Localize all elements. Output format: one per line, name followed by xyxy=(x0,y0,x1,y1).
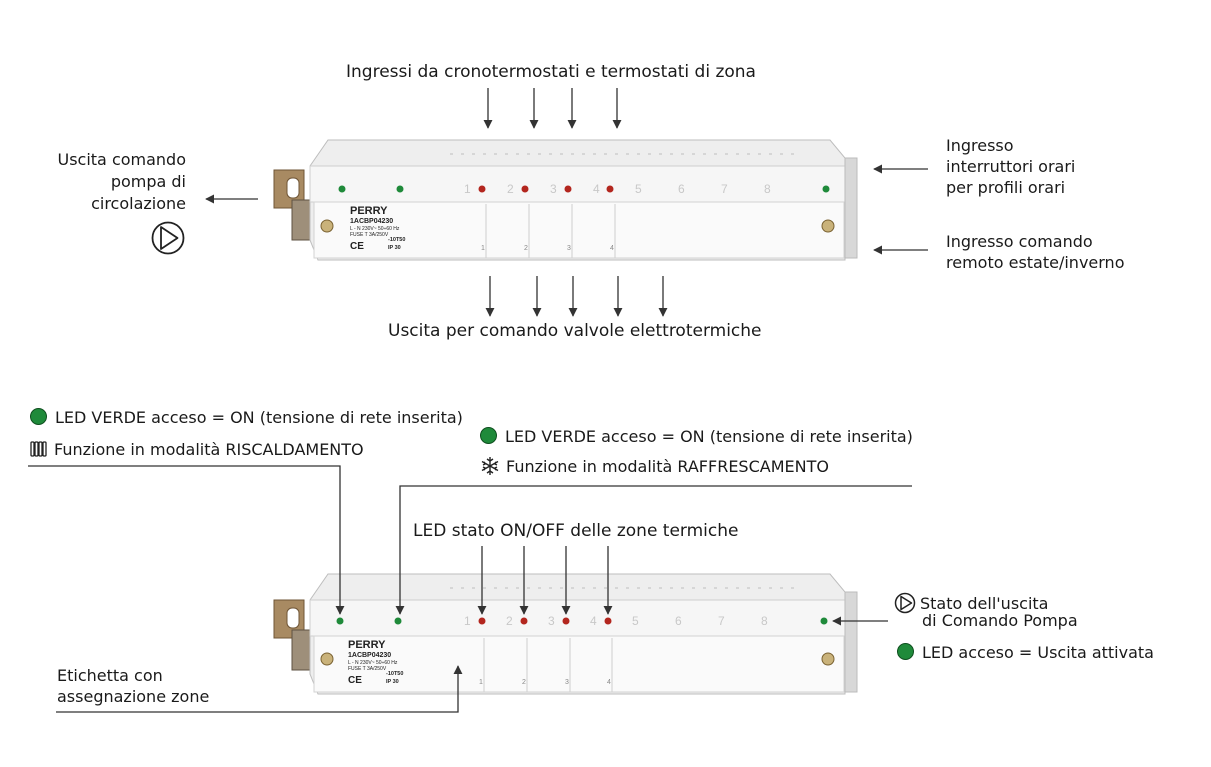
slot-number: 3 xyxy=(565,679,569,686)
zone-led-label: LED stato ON/OFF delle zone termiche xyxy=(413,521,739,541)
screw-icon xyxy=(320,652,334,666)
timer-label-line-2: interruttori orari xyxy=(946,157,1076,176)
led-output-text: LED acceso = Uscita attivata xyxy=(922,643,1154,662)
led-zone-2 xyxy=(520,617,528,625)
led-zone-3 xyxy=(562,617,570,625)
ce-mark: CE xyxy=(350,241,364,252)
zone-label-leader xyxy=(56,665,463,713)
controller-unit-bottom: 1 2 3 4 5 6 7 8 1 2 3 4 PERRY 1ACBP04230… xyxy=(270,570,860,714)
device-body: 1 2 3 4 5 6 7 8 1 2 3 4 PERRY 1ACBP04230… xyxy=(273,573,858,695)
controller-unit-top: 1 2 3 4 5 6 7 8 1 2 3 4 PERRY 1ACBP04230… xyxy=(270,128,860,272)
bracket-slot xyxy=(286,177,300,199)
outputs-label: Uscita per comando valvole elettrotermic… xyxy=(388,321,762,341)
temp-rating: -10T50 xyxy=(386,671,403,677)
device-body: 1 2 3 4 5 6 7 8 1 2 3 4 PERRY 1ACBP04230… xyxy=(273,139,858,261)
remote-label-line-2: remoto estate/inverno xyxy=(946,253,1125,272)
brand-logo: PERRY xyxy=(348,639,386,651)
legend-output-led: LED acceso = Uscita attivata xyxy=(897,643,1154,663)
ip-rating: IP 30 xyxy=(388,245,401,251)
zone-number: 4 xyxy=(590,614,597,628)
slot-number: 3 xyxy=(567,245,571,252)
led-pump-output xyxy=(822,185,830,193)
pump-symbol-icon xyxy=(151,221,185,255)
pump-label-line-2: pompa di xyxy=(110,172,186,191)
led-power-cool xyxy=(396,185,404,193)
zone-number: 2 xyxy=(506,614,513,628)
legend-heat-mode: Funzione in modalità RISCALDAMENTO xyxy=(30,440,364,460)
zone-number: 7 xyxy=(718,614,725,628)
green-led-icon xyxy=(30,408,47,425)
heat-led-leader xyxy=(28,465,345,615)
zone-number: 6 xyxy=(675,614,682,628)
slot-number: 2 xyxy=(524,245,528,252)
pump-state-label: Stato dell'uscita xyxy=(894,592,1048,614)
led-zone-4 xyxy=(606,185,614,193)
zone-label-line-2: assegnazione zone xyxy=(57,687,210,706)
cool-led-leader xyxy=(395,485,912,615)
zone-number: 1 xyxy=(464,182,471,196)
led-power-heat xyxy=(338,185,346,193)
screw-icon xyxy=(821,652,835,666)
led-power-heat xyxy=(336,617,344,625)
timer-label-line-3: per profili orari xyxy=(946,178,1066,197)
model-code: 1ACBP04230 xyxy=(348,652,391,659)
zone-number: 2 xyxy=(507,182,514,196)
led-zone-1 xyxy=(478,185,486,193)
green-led-icon xyxy=(897,643,914,660)
legend-cool-mode: Funzione in modalità RAFFRESCAMENTO xyxy=(480,456,829,477)
zone-number: 4 xyxy=(593,182,600,196)
legend-heat-led: LED VERDE acceso = ON (tensione di rete … xyxy=(30,408,463,428)
zone-number: 6 xyxy=(678,182,685,196)
snowflake-icon xyxy=(481,457,499,475)
radiator-icon xyxy=(30,441,47,457)
spec-line: L - N 230V~ 50÷60 Hz xyxy=(350,226,400,232)
zone-number: 5 xyxy=(632,614,639,628)
legend-cool-led: LED VERDE acceso = ON (tensione di rete … xyxy=(480,427,913,447)
slot-number: 4 xyxy=(607,679,611,686)
temp-rating: -10T50 xyxy=(388,237,405,243)
green-led-icon xyxy=(480,427,497,444)
led-power-cool xyxy=(394,617,402,625)
zone-number: 8 xyxy=(764,182,771,196)
zone-number: 3 xyxy=(550,182,557,196)
led-zone-4 xyxy=(604,617,612,625)
inputs-label: Ingressi da cronotermostati e termostati… xyxy=(346,62,756,82)
zone-number: 8 xyxy=(761,614,768,628)
ce-mark: CE xyxy=(348,675,362,686)
zone-number: 1 xyxy=(464,614,471,628)
bracket-slot xyxy=(286,607,300,629)
heat-mode-text: Funzione in modalità RISCALDAMENTO xyxy=(54,440,364,459)
pump-label-line-3: circolazione xyxy=(91,194,186,213)
timer-label-line-1: Ingresso xyxy=(946,136,1014,155)
pump-state-line-1: Stato dell'uscita xyxy=(920,594,1049,613)
slot-number: 2 xyxy=(522,679,526,686)
fuse-line: FUSE T 3A/250V xyxy=(350,232,389,238)
pump-label-line-1: Uscita comando xyxy=(57,150,186,169)
slot-number: 4 xyxy=(610,245,614,252)
brand-logo: PERRY xyxy=(350,205,388,217)
pump-icon xyxy=(894,592,916,614)
pump-state-line-2: di Comando Pompa xyxy=(922,611,1078,630)
zone-number: 5 xyxy=(635,182,642,196)
led-cool-text: LED VERDE acceso = ON (tensione di rete … xyxy=(505,427,913,446)
slot-number: 1 xyxy=(481,245,485,252)
ip-rating: IP 30 xyxy=(386,679,399,685)
led-zone-3 xyxy=(564,185,572,193)
cool-mode-text: Funzione in modalità RAFFRESCAMENTO xyxy=(506,457,829,476)
led-pump-output xyxy=(820,617,828,625)
slot-number: 1 xyxy=(479,679,483,686)
zone-number: 3 xyxy=(548,614,555,628)
screw-icon xyxy=(821,219,835,233)
led-zone-1 xyxy=(478,617,486,625)
fuse-line: FUSE T 3A/250V xyxy=(348,666,387,672)
led-zone-2 xyxy=(521,185,529,193)
zone-label-line-1: Etichetta con xyxy=(57,666,163,685)
led-heat-text: LED VERDE acceso = ON (tensione di rete … xyxy=(55,408,463,427)
model-code: 1ACBP04230 xyxy=(350,218,393,225)
spec-line: L - N 230V~ 50÷60 Hz xyxy=(348,660,398,666)
zone-number: 7 xyxy=(721,182,728,196)
remote-label-line-1: Ingresso comando xyxy=(946,232,1093,251)
screw-icon xyxy=(320,219,334,233)
